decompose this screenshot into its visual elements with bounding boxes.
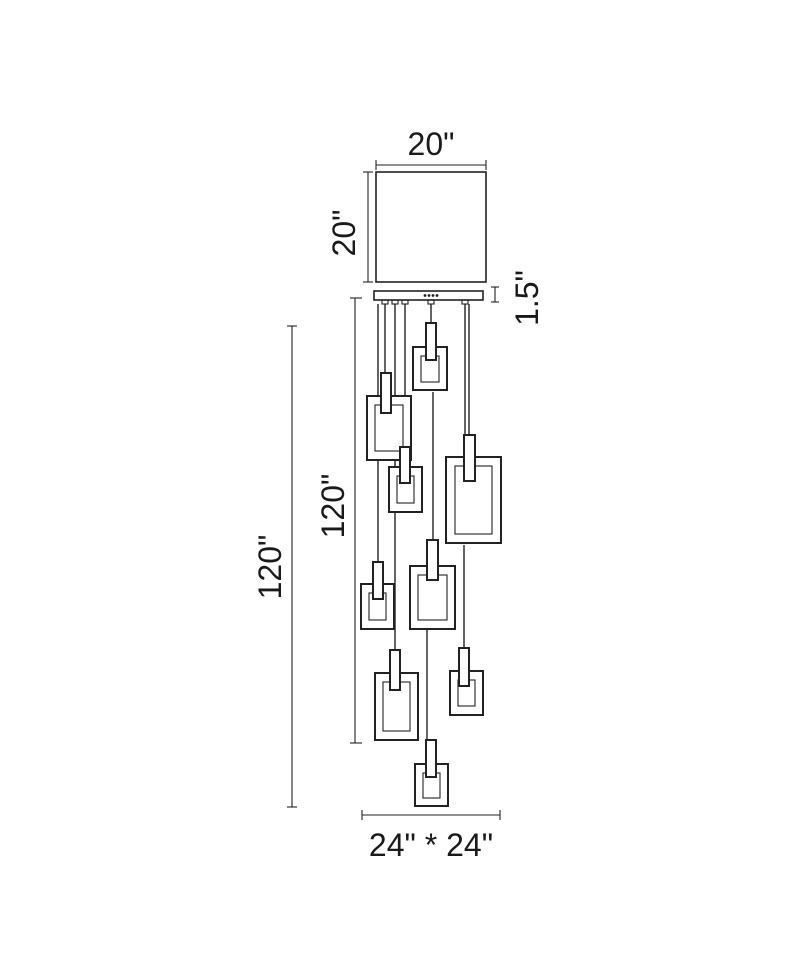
pendant (374, 649, 419, 741)
outer-drop-label: 120" (252, 535, 288, 600)
pendant (445, 434, 502, 544)
pendant (412, 322, 448, 391)
inner-drop-label: 120" (315, 474, 351, 539)
box-width-label: 20" (408, 126, 455, 162)
canopy-height-label: 1.5" (509, 270, 545, 326)
inner-drop-dimension: 120" (315, 297, 362, 744)
box-width-dimension: 20" (375, 126, 487, 170)
outer-drop-dimension: 120" (252, 325, 297, 808)
shade-box (375, 171, 487, 283)
pendant (449, 647, 484, 716)
pendant (409, 539, 456, 630)
footprint-dimension: 24" * 24" (361, 810, 501, 863)
pendant (360, 561, 395, 630)
canopy-height-dimension: 1.5" (491, 270, 545, 326)
box-height-dimension: 20" (326, 171, 373, 283)
pendant-cluster (360, 304, 502, 807)
box-height-label: 20" (326, 210, 362, 257)
pendant (388, 446, 423, 513)
pendant (414, 739, 449, 807)
canopy (373, 290, 484, 305)
footprint-label: 24" * 24" (369, 827, 493, 863)
